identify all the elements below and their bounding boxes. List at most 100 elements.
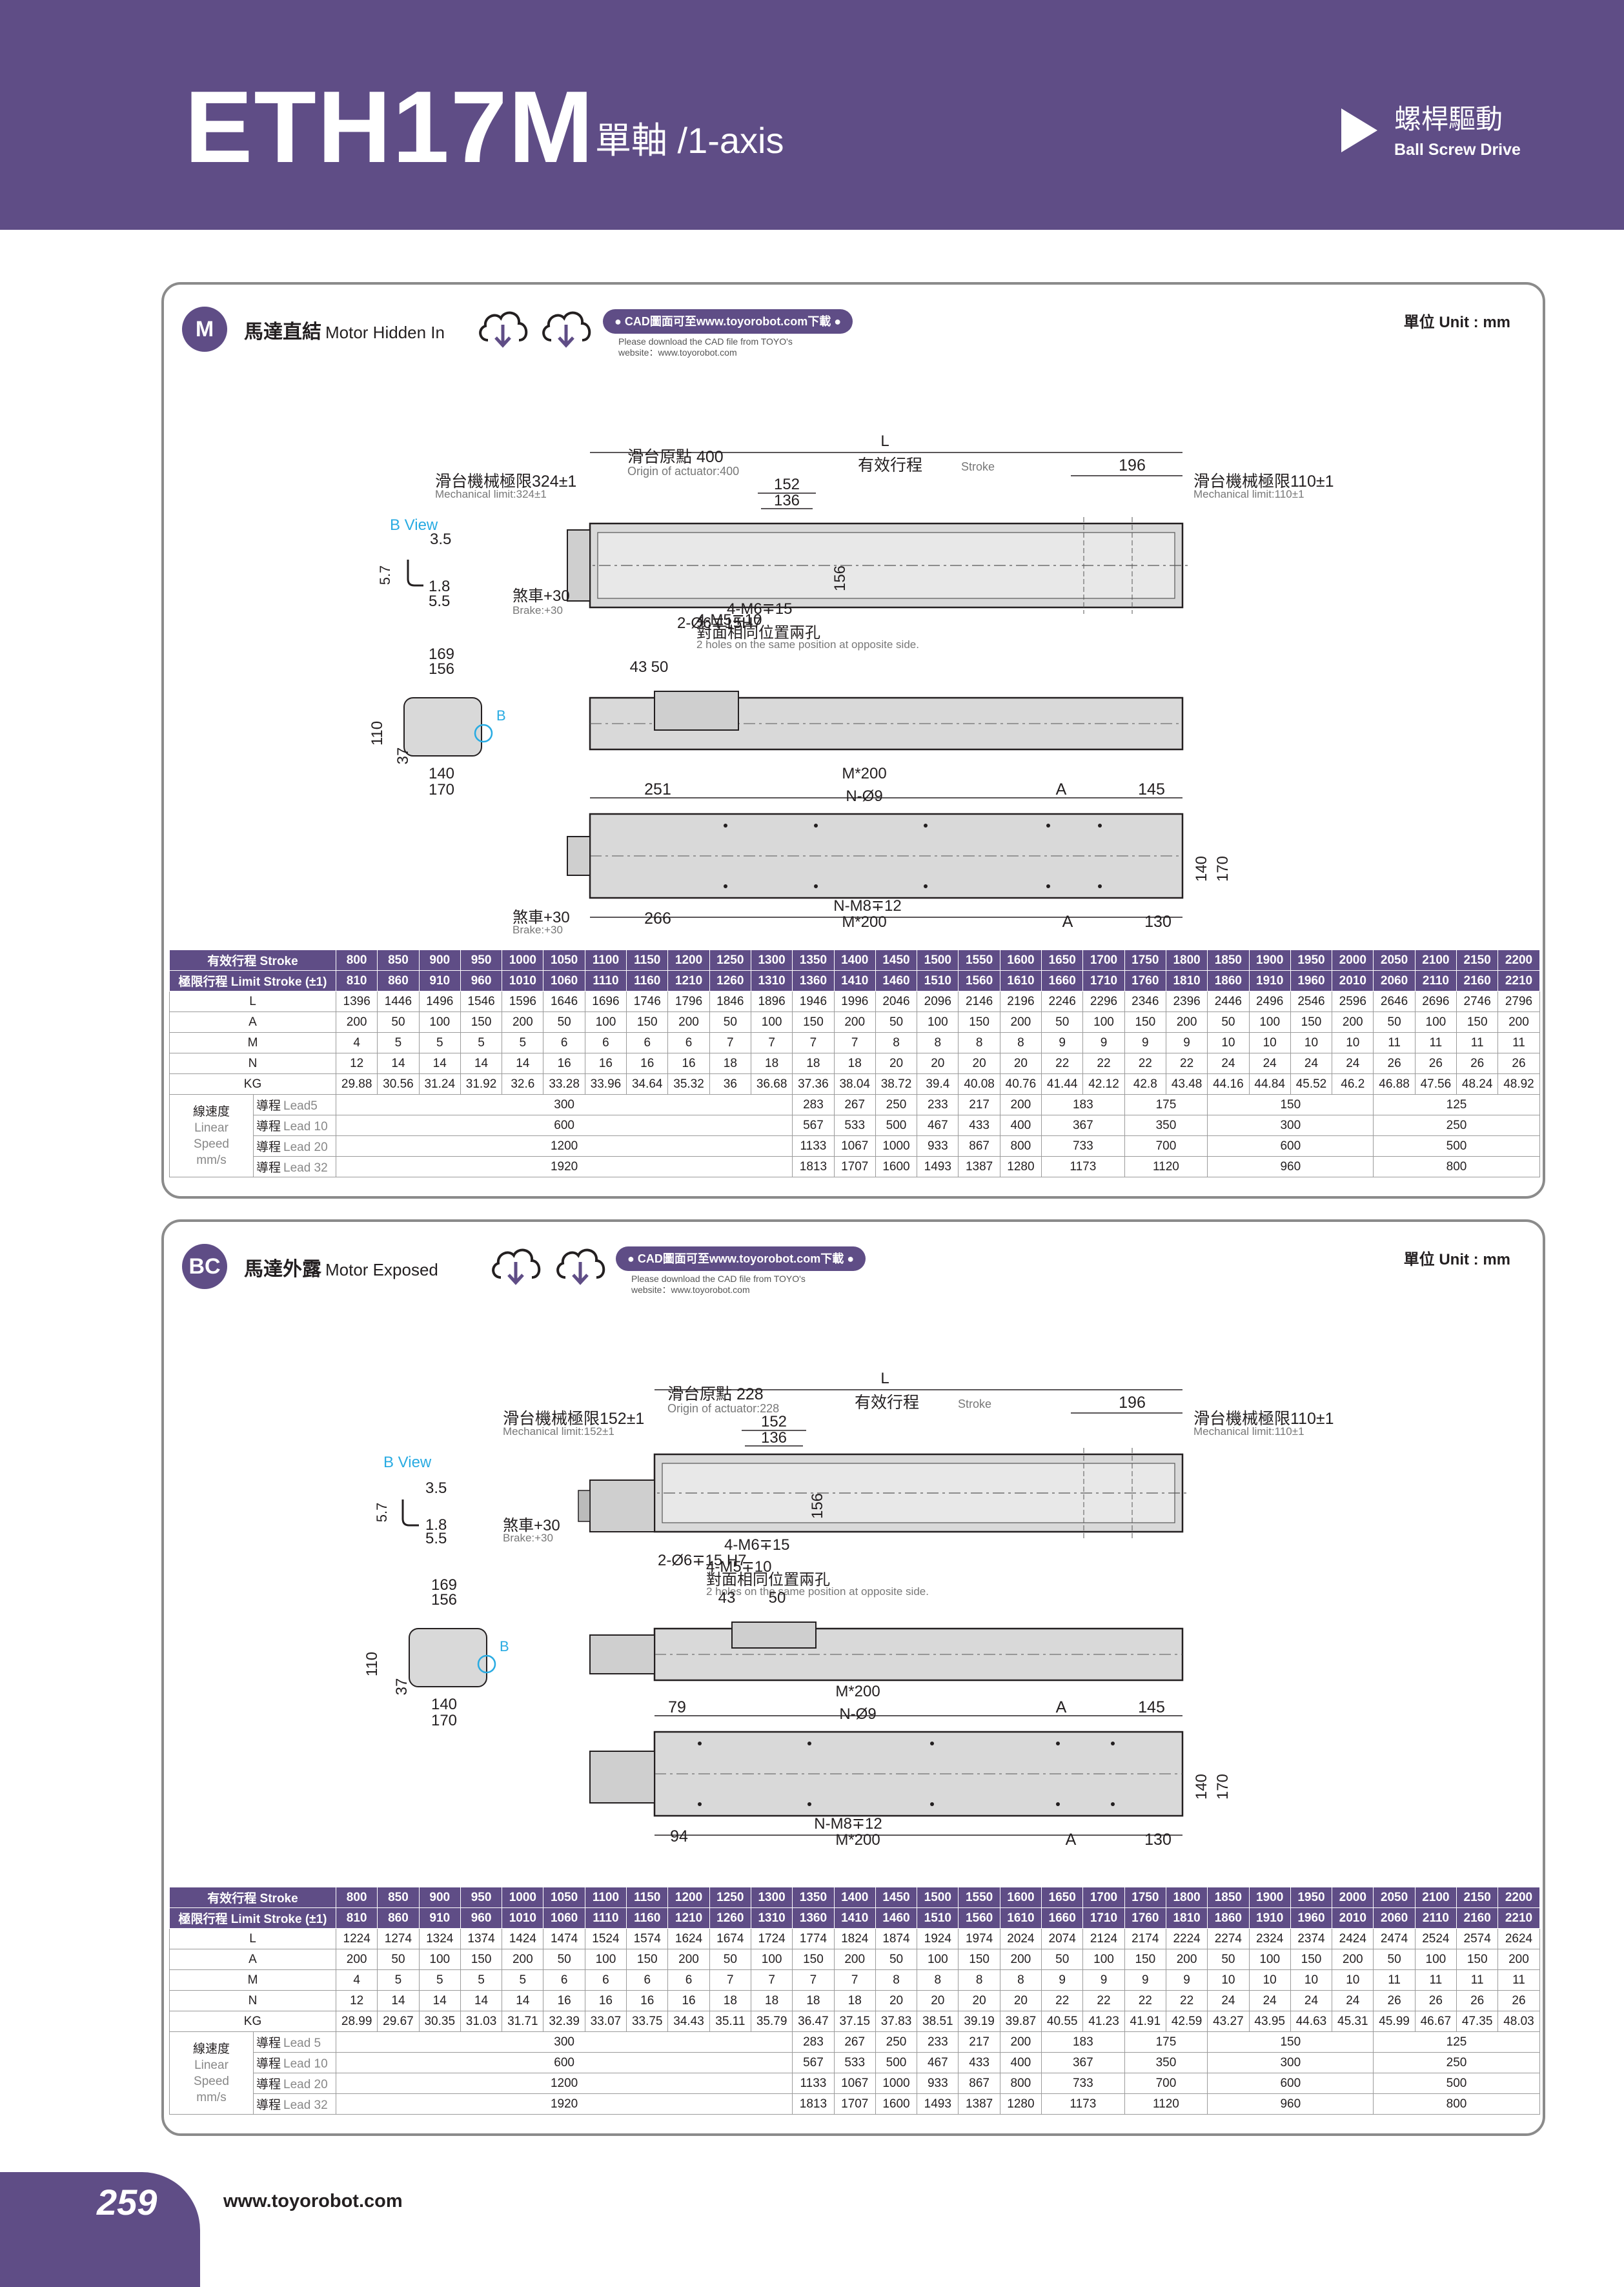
unit-label: 單位 Unit : mm [1403,1251,1510,1268]
table-cell: 35.79 [750,2011,793,2032]
table-cell: 5 [460,1969,503,1991]
speed-label-line: 線速度 [192,1104,230,1119]
table-cell: 6 [584,1032,627,1053]
table-cell: 860 [377,1907,420,1929]
lead-zh: 導程 [256,1161,281,1175]
table-cell: 1660 [1041,970,1084,991]
table-cell: 950 [460,1887,503,1908]
table-cell: 1874 [875,1928,918,1949]
table-cell: 100 [418,1011,461,1033]
table-cell: 100 [917,1011,959,1033]
table-cell: 5 [377,1969,420,1991]
dim-43: 43 [630,658,647,676]
table-cell: 46.67 [1414,2011,1457,2032]
table-cell: 1696 [584,991,627,1012]
table-cell: 200 [1332,1011,1374,1033]
cad-download-icon[interactable] [537,303,595,361]
table-cell: 1750 [1124,1887,1166,1908]
table-cell: 200 [335,1949,378,1970]
table-cell: 20 [917,1990,959,2011]
speed-cell: 233 [917,2031,959,2053]
table-cell: 100 [917,1949,959,1970]
table-cell: 28.99 [335,2011,378,2032]
table-cell: 200 [1165,1011,1208,1033]
table-cell: 18 [750,1053,793,1074]
table-cell: 200 [502,1011,544,1033]
table-cell: 11 [1414,1969,1457,1991]
table-cell: 9 [1082,1032,1125,1053]
mech-limit-left: 滑台機械極限152±1 [503,1410,644,1428]
table-cell: 1896 [750,991,793,1012]
table-cell: 2200 [1497,950,1540,971]
table-cell: 20 [999,1990,1042,2011]
cad-download-icon[interactable] [487,1240,545,1298]
table-cell: 8 [917,1969,959,1991]
lead-zh: 導程 [256,1099,281,1113]
table-cell: 29.88 [335,1073,378,1095]
stroke-label-en: Stroke [958,1398,991,1410]
m5-label: 4-M5∓10 [696,611,762,629]
dim-152: 152 [774,476,800,493]
cad-download-link[interactable]: ● CAD圖面可至www.toyorobot.com下載 ● [603,309,853,334]
table-cell: 1300 [750,950,793,971]
table-cell: 50 [875,1949,918,1970]
lead-zh: 導程 [256,2099,281,2112]
table-cell: 200 [999,1011,1042,1033]
table-cell: 43.95 [1248,2011,1291,2032]
table-cell: 33.28 [543,1073,585,1095]
cad-download-link[interactable]: ● CAD圖面可至www.toyorobot.com下載 ● [616,1246,866,1271]
lead-en: Lead 5 [283,2037,321,2050]
table-cell: 1410 [833,1907,876,1929]
table-cell: 1850 [1207,950,1250,971]
table-cell: 100 [750,1949,793,1970]
table-cell: 8 [999,1969,1042,1991]
speed-cell: 183 [1041,2031,1125,2053]
speed-cell: 250 [875,2031,918,2053]
dim-156: 156 [809,1493,826,1519]
table-cell: 200 [1332,1949,1374,1970]
table-cell: 1500 [917,950,959,971]
page-header: ETH17M 單軸 /1-axis 螺桿驅動 Ball Screw Drive [0,0,1624,230]
b-marker: B [496,707,506,724]
table-cell: 1796 [667,991,710,1012]
table-cell: 16 [543,1990,585,2011]
cad-note-website: website：www.toyorobot.com [631,1285,750,1295]
table-cell: 4 [335,1969,378,1991]
speed-cell: 150 [1207,1094,1374,1115]
table-cell: 20 [958,1990,1000,2011]
dim-5-5: 5.5 [425,1530,447,1547]
cad-download-icon[interactable] [551,1240,609,1298]
table-cell: 1100 [584,1887,627,1908]
speed-cell: 500 [875,1115,918,1136]
table-cell: 1510 [917,1907,959,1929]
speed-cell: 250 [875,1094,918,1115]
stroke-row-label: 有效行程 Stroke [169,950,336,971]
table-cell: 1800 [1165,950,1208,971]
table-cell: 40.08 [958,1073,1000,1095]
speed-cell: 533 [833,2052,876,2073]
table-cell: 2396 [1165,991,1208,1012]
speed-cell: 933 [917,2073,959,2094]
table-cell: 2096 [917,991,959,1012]
table-cell: 14 [460,1990,503,2011]
m5-label: 4-M5∓10 [706,1558,771,1576]
table-cell: 48.03 [1497,2011,1540,2032]
table-cell: 24 [1207,1053,1250,1074]
cad-download-icon[interactable] [474,303,532,361]
table-cell: 800 [335,1887,378,1908]
lead-en: Lead5 [283,1099,318,1113]
n-m8-label: N-M8∓12 [814,1815,882,1833]
row-label: A [169,1011,336,1033]
speed-cell: 733 [1041,2073,1125,2094]
speed-cell: 867 [958,1135,1000,1157]
table-cell: 1810 [1165,1907,1208,1929]
stroke-label: 有效行程 [855,1394,919,1412]
table-cell: 2146 [958,991,1000,1012]
table-cell: 1324 [418,1928,461,1949]
